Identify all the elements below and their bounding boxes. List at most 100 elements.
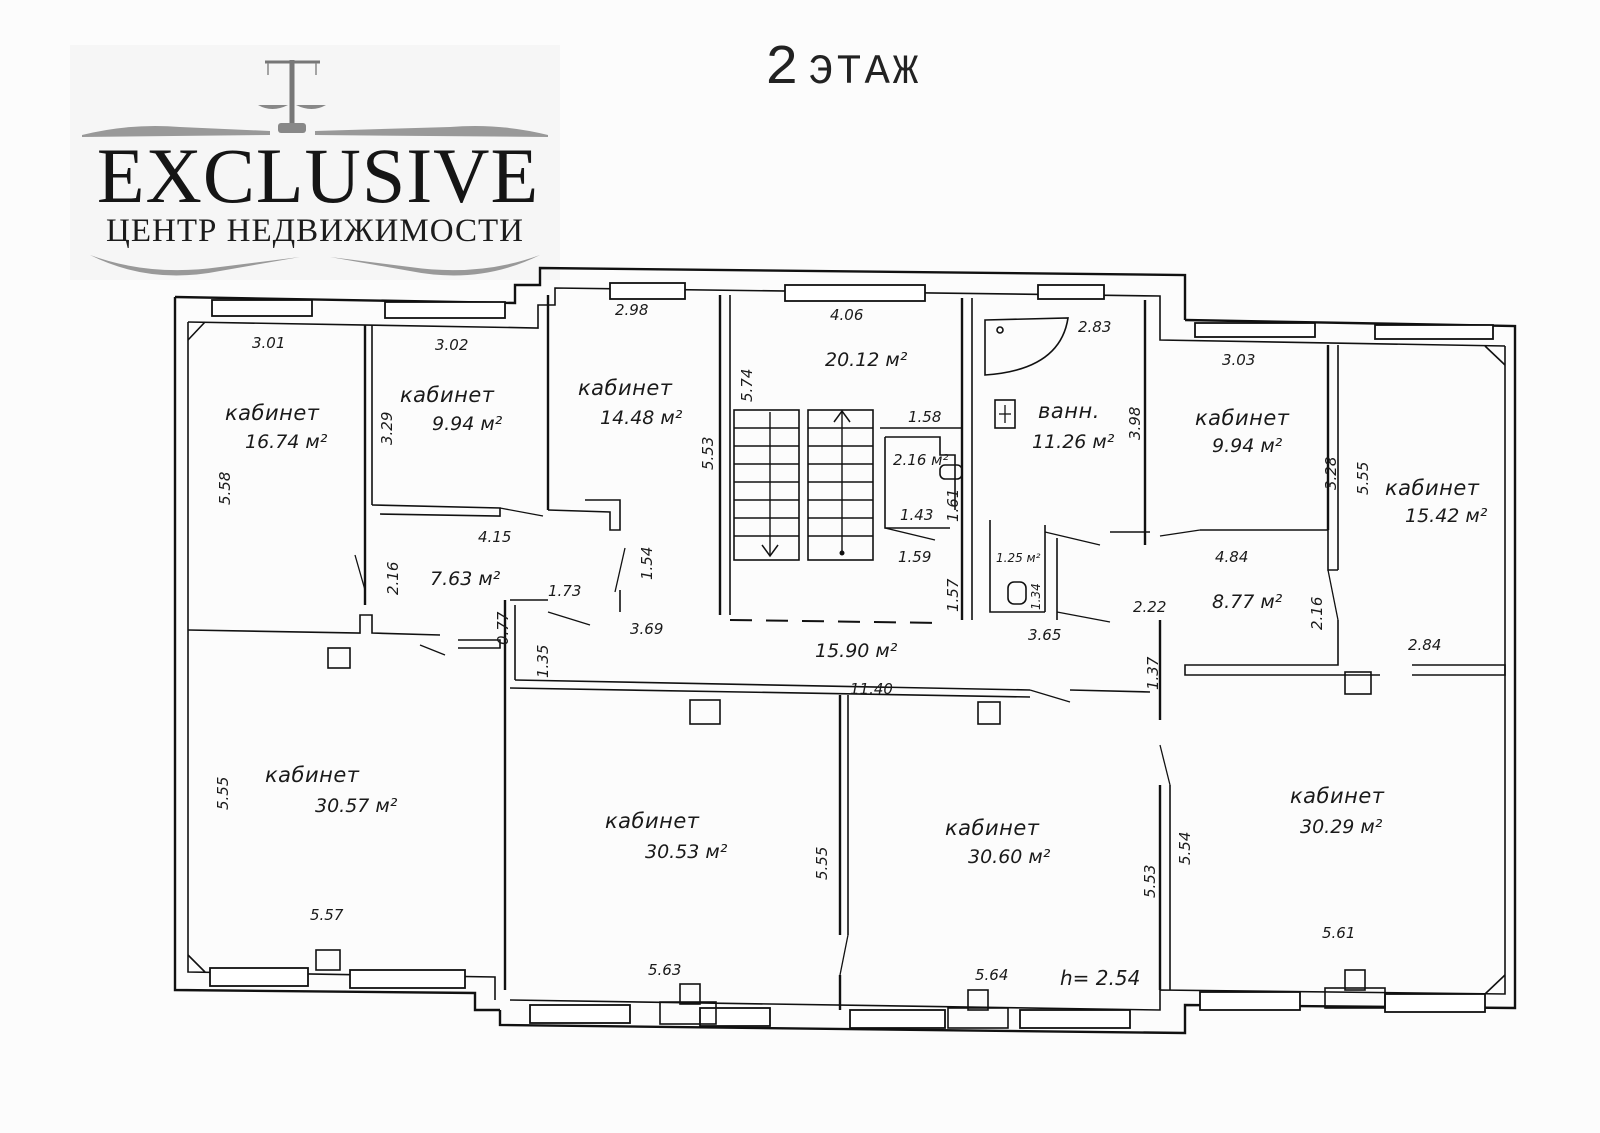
- floor-number: 2: [765, 36, 799, 100]
- dimension-label: 3.65: [1028, 626, 1061, 644]
- dimension-label: 1.35: [534, 645, 552, 678]
- dimension-label: 3.02: [435, 336, 468, 354]
- room-office-1: кабинет 16.74 м² 3.01 5.58: [216, 334, 328, 505]
- room-hall-left: 7.63 м² 4.15 2.16 1.73 0.77: [384, 528, 581, 645]
- dimension-label: 5.61: [1322, 924, 1355, 942]
- room-name: кабинет: [578, 376, 673, 400]
- windows-top: [211, 282, 1494, 340]
- dimension-label: 4.84: [1215, 548, 1248, 566]
- windows-bottom: [209, 949, 1486, 1029]
- dimension-label: 1.34: [1029, 583, 1043, 610]
- room-area: 11.26 м²: [1032, 431, 1115, 453]
- room-office-9: кабинет 30.29 м² 5.54 5.61: [1176, 784, 1385, 942]
- room-area: 7.63 м²: [430, 568, 501, 590]
- room-name: кабинет: [1290, 784, 1385, 808]
- dimension-label: 2.16: [384, 562, 402, 595]
- room-office-6: кабинет 30.57 м² 5.55 5.57: [214, 763, 398, 924]
- toilet-icon: [939, 464, 963, 480]
- dimension-label: 5.53: [1141, 865, 1159, 898]
- dimension-label: 1.59: [898, 548, 931, 566]
- room-hall-right: 8.77 м² 4.84 2.22 2.16: [1133, 548, 1326, 630]
- room-name: кабинет: [945, 816, 1040, 840]
- interior-walls: [187, 295, 1506, 1010]
- dimension-label: 5.63: [648, 961, 681, 979]
- dimension-label: 3.28: [1322, 457, 1340, 490]
- room-name: кабинет: [1195, 406, 1290, 430]
- dimension-label: 1.43: [900, 506, 933, 524]
- room-office-3: кабинет 14.48 м² 2.98 5.53 1.54: [578, 301, 717, 580]
- dimension-label: 3.01: [252, 334, 285, 352]
- room-area: 30.60 м²: [968, 846, 1051, 868]
- dimension-label: 5.57: [310, 906, 344, 924]
- room-stairwell: 20.12 м² 4.06 5.74 1.58 1.59: [738, 306, 941, 566]
- ceiling-height-label: h= 2.54: [1060, 966, 1140, 990]
- room-name: ванн.: [1038, 399, 1100, 423]
- floor-word: ЭТАЖ: [808, 48, 922, 96]
- logo-title: EXCLUSIVE: [96, 132, 540, 219]
- plumbing-fixtures: [939, 317, 1069, 605]
- dimension-label: 3.03: [1222, 351, 1255, 369]
- room-name: кабинет: [605, 809, 700, 833]
- staircase: [733, 409, 874, 561]
- outer-walls: [173, 266, 1517, 1035]
- room-office-7: кабинет 30.53 м² 5.55 5.63: [605, 809, 831, 979]
- room-area: 16.74 м²: [245, 431, 328, 453]
- dimension-label: 11.40: [850, 680, 893, 698]
- dimension-label: 5.53: [699, 437, 717, 470]
- dimension-label: 3.29: [378, 412, 396, 445]
- dimension-label: 1.58: [908, 408, 941, 426]
- room-area: 9.94 м²: [432, 413, 503, 435]
- dimension-label: 1.73: [548, 582, 581, 600]
- room-area: 20.12 м²: [825, 349, 908, 371]
- room-name: кабинет: [1385, 476, 1480, 500]
- room-wc-tiny: 1.25 м² 1.34: [996, 551, 1043, 610]
- room-area: 8.77 м²: [1212, 591, 1283, 613]
- dimension-label: 1.54: [638, 547, 656, 580]
- room-bathroom: ванн. 11.26 м² 2.83 3.98: [1032, 318, 1144, 453]
- dimension-label: 4.15: [478, 528, 511, 546]
- dimension-label: 1.57: [944, 578, 962, 612]
- room-name: кабинет: [225, 401, 320, 425]
- room-office-5: кабинет 15.42 м² 5.55 2.84: [1354, 462, 1488, 654]
- room-wc-small: 2.16 м² 1.43 1.61 1.57: [893, 451, 962, 612]
- logo-subtitle: ЦЕНТР НЕДВИЖИМОСТИ: [106, 213, 524, 249]
- stair-arrow-down-icon: [761, 544, 779, 558]
- room-corridor: 15.90 м² 3.69 3.65 11.40 1.35 1.37: [534, 620, 1162, 698]
- dimension-label: 3.98: [1126, 407, 1144, 440]
- dimension-label: 2.83: [1078, 318, 1111, 336]
- room-office-8: кабинет 30.60 м² 5.53 5.64: [945, 816, 1159, 984]
- room-area: 15.90 м²: [815, 640, 898, 662]
- toilet-icon: [1007, 581, 1027, 605]
- room-area: 30.53 м²: [645, 841, 728, 863]
- dimension-label: 2.98: [615, 301, 648, 319]
- room-area: 30.29 м²: [1300, 816, 1383, 838]
- room-office-2: кабинет 9.94 м² 3.02 3.29: [378, 336, 503, 445]
- dimension-label: 1.37: [1144, 656, 1162, 690]
- dimension-label: 0.77: [494, 611, 512, 645]
- dimension-label: 5.55: [214, 777, 232, 810]
- stair-arrow-up-icon: [833, 409, 851, 423]
- room-area: 30.57 м²: [315, 795, 398, 817]
- floor-title: 2 ЭТАЖ: [765, 40, 921, 96]
- dimension-label: 2.22: [1133, 598, 1166, 616]
- dimension-label: 5.74: [738, 369, 756, 402]
- sink-icon: [994, 399, 1016, 429]
- dimension-label: 3.69: [630, 620, 663, 638]
- room-name: кабинет: [400, 383, 495, 407]
- shower-icon: [984, 317, 1069, 376]
- agency-logo: EXCLUSIVE ЦЕНТР НЕДВИЖИМОСТИ: [70, 45, 560, 280]
- room-area: 15.42 м²: [1405, 505, 1488, 527]
- room-name: кабинет: [265, 763, 360, 787]
- dimension-label: 5.58: [216, 472, 234, 505]
- dimension-label: 2.16: [1308, 597, 1326, 630]
- dimension-label: 2.84: [1408, 636, 1441, 654]
- room-area: 2.16 м²: [893, 451, 949, 469]
- room-area: 1.25 м²: [996, 551, 1041, 565]
- door-swings: [354, 507, 1339, 976]
- dimension-label: 5.55: [1354, 462, 1372, 495]
- room-area: 14.48 м²: [600, 407, 683, 429]
- room-area: 9.94 м²: [1212, 435, 1283, 457]
- room-office-4: кабинет 9.94 м² 3.03 3.28: [1195, 351, 1340, 490]
- dimension-label: 4.06: [830, 306, 863, 324]
